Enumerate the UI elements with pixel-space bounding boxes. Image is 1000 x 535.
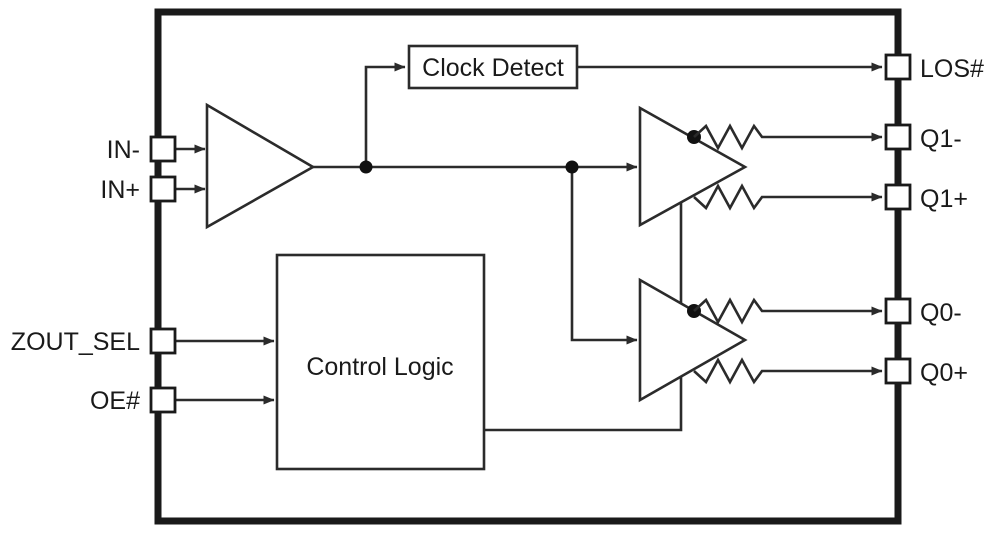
pin-label-q0-minus: Q0- [920,299,962,327]
pin-label-zout-sel: ZOUT_SEL [11,328,140,356]
wire-to-clock-detect [364,62,406,167]
junction-q-fanout [565,160,579,174]
pin-label-los-hash: LOS# [920,55,984,83]
pin-pad-q1-plus[interactable] [884,183,912,211]
pin-pad-in-minus[interactable] [149,135,177,163]
pin-pad-zout-sel[interactable] [149,327,177,355]
resistor-q1-plus [693,183,782,211]
junction-input-fanout [359,160,373,174]
pin-pad-q0-minus[interactable] [884,297,912,325]
pin-label-in-plus: IN+ [100,176,140,204]
pin-label-q1-plus: Q1+ [920,185,968,213]
resistor-q0-minus [693,297,782,325]
device-package-boundary [154,8,902,525]
clock-detect-label: Clock Detect [422,54,564,82]
pin-pad-q0-plus[interactable] [884,357,912,385]
control-logic-label: Control Logic [306,353,453,381]
resistor-q1-minus [693,123,782,151]
pin-label-in-minus: IN- [107,136,140,164]
pin-pad-oe-hash[interactable] [149,386,177,414]
resistor-q0-plus [693,357,782,385]
wire-fanout-to-q0-buffer [570,167,638,345]
pin-pad-in-plus[interactable] [149,175,177,203]
wire-control-logic-enable [484,203,683,432]
pin-label-q0-plus: Q0+ [920,359,968,387]
pin-label-oe-hash: OE# [90,387,140,415]
pin-pad-q1-minus[interactable] [884,123,912,151]
control-logic-block [275,253,486,471]
pin-label-q1-minus: Q1- [920,125,962,153]
clock-detect-block [407,44,579,90]
pin-pad-los-hash[interactable] [884,53,912,81]
input-buffer-triangle [205,102,316,230]
